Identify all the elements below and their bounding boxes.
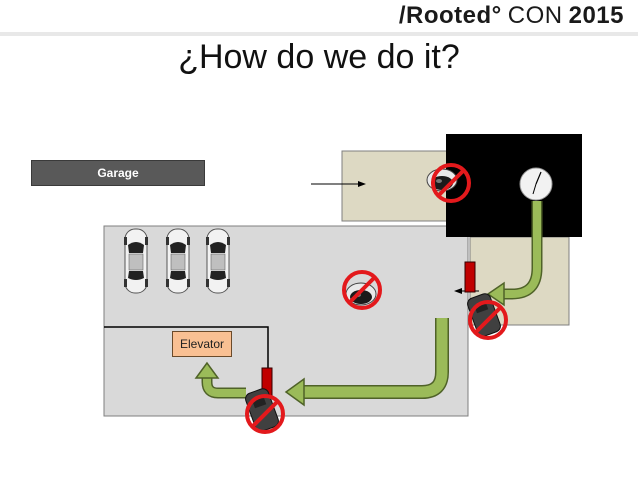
parked-car <box>123 228 149 294</box>
route-arrow-main <box>284 318 449 407</box>
barrier-post <box>464 261 476 293</box>
access-block <box>446 134 582 237</box>
parked-car <box>205 228 231 294</box>
parked-car <box>165 228 191 294</box>
clock-icon <box>519 167 553 201</box>
brand-con: CON <box>507 2 563 29</box>
slide-title: ¿How do we do it? <box>178 38 460 76</box>
brand-logo: /Rooted° CON 2015 <box>399 2 624 32</box>
route-arrow-elevator <box>194 361 246 399</box>
garage-label: Garage <box>31 160 205 186</box>
garage-floor <box>103 225 469 417</box>
elevator-label: Elevator <box>172 331 232 357</box>
parked-cars <box>123 228 231 294</box>
brand-year: 2015 <box>568 2 624 29</box>
entry-arrow <box>311 181 366 187</box>
route-arrow-upper <box>486 201 543 307</box>
header-bar: /Rooted° CON 2015 <box>0 0 638 36</box>
brand-name: /Rooted° <box>398 2 502 29</box>
